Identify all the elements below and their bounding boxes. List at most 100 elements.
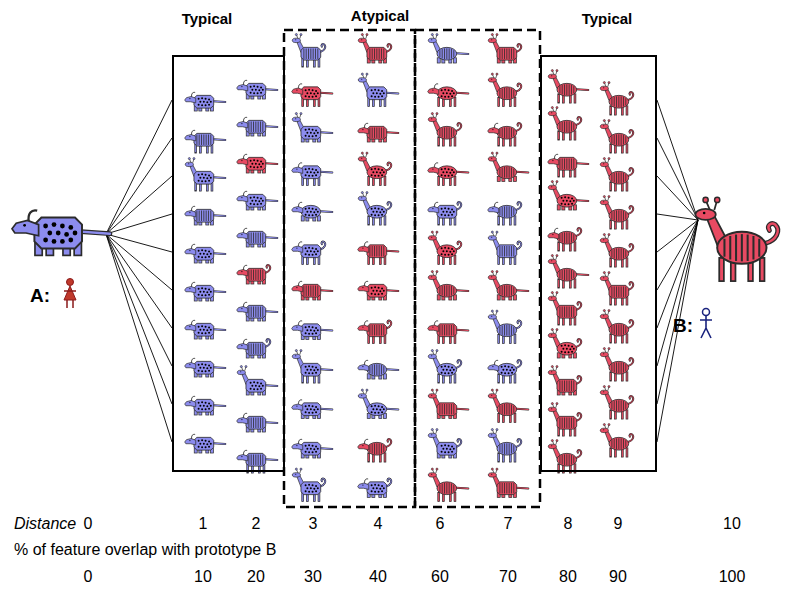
creature-stripe bbox=[453, 287, 454, 294]
creature-antenna-tip bbox=[361, 192, 363, 194]
creature-leg bbox=[384, 216, 386, 225]
creature-horn bbox=[495, 123, 499, 128]
creature-stripe bbox=[444, 404, 445, 414]
creature-dot bbox=[310, 250, 312, 252]
creature-dot bbox=[446, 171, 448, 173]
creature-tail bbox=[628, 168, 633, 176]
creature-dot bbox=[198, 326, 200, 328]
creature-dot bbox=[305, 89, 307, 91]
creature-body bbox=[367, 47, 387, 60]
creature-stripe bbox=[623, 439, 624, 448]
creature-dot bbox=[374, 96, 376, 98]
creature-dot bbox=[208, 402, 210, 404]
creature-tail-outline bbox=[386, 92, 398, 95]
creature-head bbox=[292, 207, 303, 213]
creature-body bbox=[437, 126, 457, 139]
creature-tail bbox=[628, 244, 633, 252]
creature-antenna-tip bbox=[556, 329, 558, 331]
creature-tail bbox=[265, 422, 277, 424]
creature-dot bbox=[504, 372, 506, 374]
creature-eye bbox=[296, 405, 297, 406]
creature-body bbox=[301, 47, 321, 60]
creature-leg bbox=[558, 279, 560, 288]
creature-leg bbox=[454, 374, 456, 383]
creature-antenna-tip bbox=[366, 389, 368, 391]
creature-body bbox=[246, 416, 266, 429]
creature-stripe bbox=[559, 418, 560, 428]
creature-stripe bbox=[439, 287, 440, 294]
creature-dot bbox=[262, 89, 264, 91]
creature-stripe bbox=[451, 325, 452, 335]
creature-stripe bbox=[258, 307, 259, 317]
exemplar-creature bbox=[237, 80, 278, 99]
creature-dot bbox=[451, 366, 453, 368]
creature-dot bbox=[203, 367, 205, 369]
creature-tail bbox=[628, 434, 633, 442]
creature-head bbox=[428, 207, 439, 213]
creature-stripe bbox=[453, 404, 454, 414]
creature-tail-outline bbox=[213, 252, 225, 255]
creature-antenna-tip bbox=[551, 181, 553, 183]
creature-antenna-tip bbox=[491, 34, 493, 36]
creature-dot bbox=[310, 329, 312, 331]
creature-horn bbox=[192, 320, 196, 325]
creature-stripe bbox=[376, 128, 377, 138]
creature-body bbox=[557, 194, 577, 207]
creature-body bbox=[246, 379, 266, 392]
creature-stripe bbox=[381, 365, 382, 374]
exemplar-creature bbox=[237, 191, 278, 210]
creature-tail-outline bbox=[386, 368, 398, 371]
creature-leg bbox=[438, 97, 440, 106]
creature-dot bbox=[376, 211, 378, 213]
creature-dot bbox=[253, 166, 255, 168]
creature-stripe bbox=[618, 172, 619, 183]
creature-eye bbox=[241, 160, 242, 161]
creature-stripe bbox=[559, 307, 560, 317]
creature-stripe bbox=[611, 440, 612, 447]
creature-head bbox=[428, 38, 436, 42]
creature-leg bbox=[498, 216, 500, 225]
creature-dot bbox=[568, 351, 570, 353]
creature-dot bbox=[251, 163, 253, 165]
creature-stripe bbox=[502, 405, 503, 414]
creature-dot bbox=[317, 132, 319, 134]
creature-dot bbox=[205, 402, 207, 404]
creature-horn bbox=[192, 396, 196, 401]
creature-leg bbox=[574, 94, 576, 103]
creature-stripe bbox=[499, 287, 500, 294]
creature-stripe bbox=[564, 84, 565, 95]
creature-eye bbox=[241, 123, 242, 124]
creature-leg bbox=[610, 410, 612, 419]
creature-horn bbox=[299, 202, 303, 207]
exemplar-creature bbox=[292, 350, 332, 384]
creature-tail bbox=[516, 360, 521, 368]
exemplar-creature bbox=[292, 34, 325, 68]
creature-stripe bbox=[439, 325, 440, 335]
creature-antenna-tip bbox=[436, 34, 438, 36]
creature-eye bbox=[361, 158, 362, 159]
exemplar-creature bbox=[428, 389, 468, 418]
creature-leg bbox=[384, 453, 386, 462]
creature-horn bbox=[555, 154, 559, 159]
creature-stripe bbox=[369, 246, 370, 256]
creature-body bbox=[301, 482, 321, 495]
creature-antenna-tip bbox=[551, 366, 553, 368]
creature-body bbox=[246, 231, 266, 244]
creature-dot bbox=[308, 214, 310, 216]
exemplar-creature bbox=[358, 439, 392, 462]
creature-stripe bbox=[255, 270, 256, 280]
creature-stripe bbox=[564, 269, 565, 280]
creature-dot bbox=[449, 251, 451, 253]
exemplar-creature bbox=[185, 396, 226, 415]
creature-dot bbox=[305, 247, 307, 249]
creature-dot bbox=[374, 412, 376, 414]
creature-body bbox=[367, 403, 387, 416]
creature-tail-outline bbox=[576, 162, 588, 165]
creature-stripe bbox=[444, 48, 445, 59]
creature-dot bbox=[310, 448, 312, 450]
creature-dot bbox=[205, 294, 207, 296]
fan-line bbox=[106, 100, 172, 234]
creature-stripe bbox=[444, 483, 445, 494]
creature-antenna-tip bbox=[193, 158, 195, 160]
